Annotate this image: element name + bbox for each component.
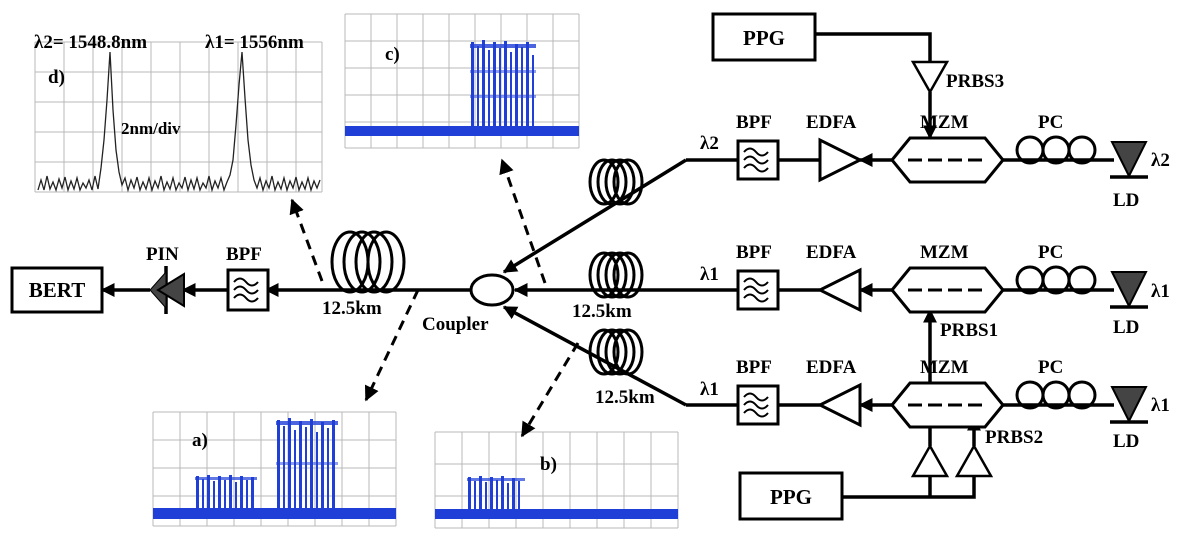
laser-diode-row2 <box>1110 141 1148 179</box>
panel-a-grid <box>152 411 397 527</box>
ppg-bottom-wire <box>842 476 976 499</box>
bpf-row2-label: BPF <box>736 112 772 133</box>
prbs3-label: PRBS3 <box>946 71 1004 92</box>
fiber-row1-length: 12.5km <box>572 301 632 322</box>
polarization-controller-row2 <box>1015 135 1097 165</box>
fiber-spool-main <box>330 230 406 294</box>
bpf-row1-label: BPF <box>736 242 772 263</box>
ld-row2-wavelength: λ2 <box>1151 150 1170 171</box>
edfa-row2 <box>818 137 864 183</box>
ppg-bottom-box <box>738 471 844 521</box>
panel-d-label: d) <box>48 67 65 88</box>
bpf-row3-label: BPF <box>736 357 772 378</box>
probe-arrow-a <box>364 289 420 402</box>
edfa-row2-label: EDFA <box>806 112 857 133</box>
fiber-spool-row2 <box>588 158 644 206</box>
spectrum-trace <box>37 51 321 193</box>
polarization-controller-row3 <box>1015 380 1097 410</box>
probe-arrow-b <box>520 342 580 438</box>
spectrum-scale-label: 2nm/div <box>121 119 181 138</box>
panel-b-label: b) <box>540 454 557 475</box>
prbs2-label: PRBS2 <box>985 427 1043 448</box>
mzm-row3 <box>890 381 1005 429</box>
panel-b-baseline <box>435 509 678 519</box>
pin-label: PIN <box>146 244 179 265</box>
spectrum-grid <box>34 41 323 193</box>
panel-c-label: c) <box>385 44 400 65</box>
panel-a-label: a) <box>192 430 208 451</box>
row2-wavelength-label: λ2 <box>700 133 719 154</box>
ppg-top-label: PPG <box>743 26 785 50</box>
panel-b-eye-burst <box>467 476 525 513</box>
row2-to-coupler-line <box>502 158 687 274</box>
panel-a-baseline <box>153 508 396 519</box>
pin-photodiode <box>149 266 185 314</box>
fiber-spool-row1 <box>588 251 644 299</box>
ppg-bottom-label: PPG <box>770 485 812 509</box>
pc-row2-label: PC <box>1038 112 1063 133</box>
probe-arrow-d <box>289 198 324 282</box>
fiber-spool-row3 <box>588 328 644 376</box>
row1-wavelength-label: λ1 <box>700 264 719 285</box>
bpf-row2 <box>736 139 780 181</box>
bpf-receiver <box>226 268 270 312</box>
pc-row3-label: PC <box>1038 357 1063 378</box>
ld-row1-wavelength: λ1 <box>1151 281 1170 302</box>
row3-wavelength-label: λ1 <box>700 379 719 400</box>
laser-diode-row3 <box>1110 386 1148 424</box>
ld-row3-wavelength: λ1 <box>1151 395 1170 416</box>
laser-diode-row1 <box>1110 271 1148 309</box>
mzm-row3-label: MZM <box>920 357 969 378</box>
edfa-row1 <box>816 267 862 313</box>
spectrum-peak2-label: λ2= 1548.8nm <box>34 32 147 53</box>
coupler <box>469 273 515 307</box>
bert-box <box>10 266 104 314</box>
spectrum-peak1-label: λ1= 1556nm <box>205 32 304 53</box>
mzm-row2-label: MZM <box>920 112 969 133</box>
panel-c-baseline <box>345 126 579 136</box>
bpf-row1 <box>736 269 780 311</box>
fiber-row3-length: 12.5km <box>595 387 655 408</box>
fiber-main-length: 12.5km <box>322 298 382 319</box>
ld-row1-label: LD <box>1113 317 1139 338</box>
panel-c-eye-burst <box>470 40 536 128</box>
panel-a-eye-burst-low <box>195 475 257 512</box>
panel-a-eye-burst-high <box>276 418 338 512</box>
coupler-label: Coupler <box>422 314 489 335</box>
ld-row2-label: LD <box>1113 190 1139 211</box>
ppg-top-box <box>711 12 817 62</box>
ld-row3-label: LD <box>1113 431 1139 452</box>
bpf-receiver-label: BPF <box>226 244 262 265</box>
bpf-row3 <box>736 384 780 426</box>
pc-row1-label: PC <box>1038 242 1063 263</box>
row3-to-coupler-line <box>502 305 687 407</box>
bert-label: BERT <box>29 278 85 302</box>
driver-amp-top <box>910 60 950 95</box>
edfa-row1-label: EDFA <box>806 242 857 263</box>
edfa-row3 <box>816 382 862 428</box>
mzm-row1 <box>890 266 1005 314</box>
spectrum-panel-d: λ2= 1548.8nm λ1= 1556nm d) 2nm/div <box>34 32 323 193</box>
driver-amp-prbs2 <box>954 443 994 478</box>
ppg-top-wire <box>815 32 932 62</box>
eye-diagram-panel-a: a) <box>152 411 397 527</box>
edfa-row3-label: EDFA <box>806 357 857 378</box>
driver-amp-prbs1 <box>910 443 950 478</box>
eye-diagram-panel-b: b) <box>434 431 679 529</box>
polarization-controller-row1 <box>1015 265 1097 295</box>
mzm-row2 <box>890 136 1005 184</box>
eye-diagram-panel-c: c) <box>344 13 580 149</box>
mzm-row1-label: MZM <box>920 242 969 263</box>
probe-arrow-c <box>499 158 547 284</box>
prbs1-label: PRBS1 <box>940 320 998 341</box>
